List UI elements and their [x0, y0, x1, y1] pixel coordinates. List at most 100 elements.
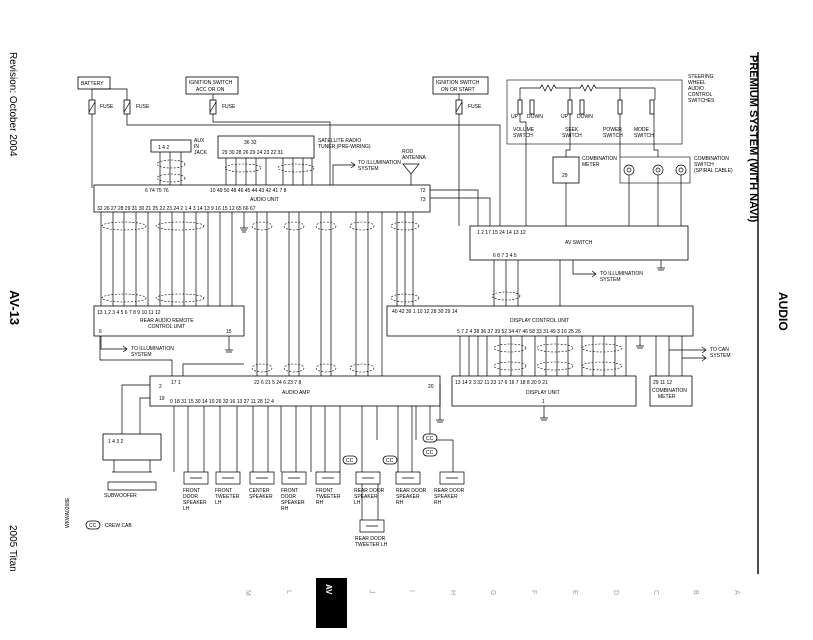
nav-tab-av-active[interactable]	[316, 578, 347, 628]
ign-acc-label-1: IGNITION SWITCH	[189, 80, 233, 86]
ign-start-label-1: IGNITION SWITCH	[436, 80, 480, 86]
vol-up: UP	[511, 114, 519, 120]
steering-resistors	[519, 84, 656, 100]
switch-contacts	[517, 99, 655, 115]
fdsp-rh-2: DOOR	[281, 494, 296, 500]
ftw-rh-2: TWEETER	[316, 494, 341, 500]
aux-label-2: IN	[194, 144, 199, 150]
audio-pin-73: 73	[420, 197, 426, 203]
rod-label-2: ANTENNA	[402, 155, 427, 161]
nav-letter-f[interactable]: F	[530, 590, 537, 594]
dcu-gnd	[636, 336, 644, 349]
ftw-lh-1: FRONT	[215, 488, 232, 494]
sat-label-1: SATELLITE RADIO	[318, 138, 361, 144]
av-switch-box	[469, 225, 689, 261]
du-pins: 13 14 2 3 32 11 23 17 6 16 7 18 8 20 9 2…	[455, 380, 548, 386]
combo-meter-pin: 29	[562, 173, 568, 179]
to-illum-2-a: TO ILLUMINATION	[600, 271, 643, 277]
aux-wires	[159, 152, 182, 188]
aux-label-1: AUX	[194, 138, 205, 144]
amp-pin-2: 2	[159, 384, 162, 390]
nav-letter-a[interactable]: A	[733, 590, 740, 595]
amp-label: AUDIO AMP.	[282, 390, 311, 396]
dcu-du-wires	[459, 336, 627, 378]
combo-meter-lower-box	[649, 375, 693, 407]
page-code: AV-13	[7, 290, 22, 325]
mode-label-2: SWITCH	[634, 133, 654, 139]
rod-label-1: ROD	[402, 149, 414, 155]
cm-pins: 29 11 12	[653, 380, 672, 386]
nav-letter-h[interactable]: H	[449, 590, 456, 595]
nav-letter-b[interactable]: B	[692, 590, 699, 595]
ign-start-box	[432, 76, 489, 95]
amp-pin-19: 19	[159, 396, 165, 402]
rdsp-lh-3: LH	[354, 500, 361, 506]
nav-letter-g[interactable]: G	[489, 590, 496, 595]
rdsp-rh-3: RH	[396, 500, 404, 506]
svg-text:FUSE: FUSE	[468, 104, 482, 110]
nav-letter-j[interactable]: J	[368, 590, 375, 594]
ftw-lh-2: TWEETER	[215, 494, 240, 500]
speaker-wires	[173, 406, 413, 472]
fuse-1: FUSE	[88, 99, 114, 115]
fuse-2: FUSE	[123, 99, 150, 115]
seek-down: DOWN	[577, 114, 593, 120]
illum-wire-1	[332, 161, 356, 188]
amp-right-wires	[415, 384, 453, 441]
to-can-1: TO CAN	[710, 347, 729, 353]
to-illum-2-b: SYSTEM	[600, 277, 621, 283]
nav-letter-l[interactable]: L	[285, 590, 292, 594]
model-label: 2005 Titan	[7, 525, 18, 572]
nav-letter-av[interactable]: AV	[324, 584, 333, 595]
rdsp-rh-1: REAR DOOR	[396, 488, 427, 494]
nav-letter-d[interactable]: D	[612, 590, 619, 595]
fdsp-rh-1: FRONT	[281, 488, 298, 494]
rtw-lh-1: REAR DOOR	[355, 536, 386, 542]
to-illum-3-a: TO ILLUMINATION	[131, 346, 174, 352]
display-unit-label: DISPLAY UNIT	[526, 390, 560, 396]
rarc-box	[93, 305, 245, 337]
audio-amp-box	[149, 375, 441, 407]
steer-label-5: SWITCHES	[688, 98, 715, 104]
audio-pins-top-m: 10 49 50 48 46 45 44 43 42 41 7 8	[210, 188, 287, 194]
subwoofer-label: SUBWOOFER	[104, 493, 137, 499]
steer-label-3: AUDIO	[688, 86, 704, 92]
du-pin-1: 1	[542, 399, 545, 405]
vol-label-1: VOLUME	[513, 127, 535, 133]
ftw-lh-3: LH	[215, 500, 222, 506]
aux-shield	[156, 159, 186, 169]
svg-text:FUSE: FUSE	[136, 104, 150, 110]
side-section: AUDIO	[776, 292, 790, 331]
audio-unit-label: AUDIO UNIT	[250, 197, 279, 203]
rarc-label-1: REAR AUDIO REMOTE	[140, 318, 194, 324]
svg-text:CC: CC	[426, 436, 434, 442]
ftw-rh-1: FRONT	[316, 488, 333, 494]
nav-letter-e[interactable]: E	[571, 590, 578, 595]
aux-pins: 1 4 2	[158, 145, 169, 151]
audio-amp-wires	[256, 212, 383, 378]
cc-tags: CC CC CC CC	[342, 433, 438, 465]
amp-pin-20: 20	[428, 384, 434, 390]
rear-tweeter-wires	[361, 440, 454, 520]
steering-switch-box	[506, 79, 683, 145]
nav-letter-m[interactable]: M	[244, 590, 251, 596]
combo-meter-lower-1: COMBINATION	[652, 388, 687, 394]
display-unit-box	[451, 375, 637, 407]
fdsp-lh-1: FRONT	[183, 488, 200, 494]
svg-text:FUSE: FUSE	[100, 104, 114, 110]
sat-wires	[225, 158, 313, 188]
nav-letter-c[interactable]: C	[652, 590, 659, 595]
steer-label-2: WHEEL	[688, 80, 706, 86]
to-can-2: SYSTEM	[710, 353, 731, 359]
amp-pins-bottom: 0 18 31 15 30 14 10 26 32 16 13 27 11 28…	[170, 399, 274, 405]
side-title: PREMIUM SYSTEM (WITH NAVI)	[747, 55, 759, 223]
dcu-label: DISPLAY CONTROL UNIT	[510, 318, 569, 324]
audio-gnd	[240, 212, 248, 233]
sat-pins-top: 36 32	[244, 140, 257, 146]
rdsp2-rh-2: SPEAKER	[434, 494, 458, 500]
cc-legend-tag-text: CC	[89, 523, 97, 529]
nav-letter-i[interactable]: I	[408, 590, 415, 592]
section-nav[interactable]: A B C D E F G H I J AV L M	[244, 578, 740, 628]
fuse-4: FUSE	[455, 99, 482, 115]
